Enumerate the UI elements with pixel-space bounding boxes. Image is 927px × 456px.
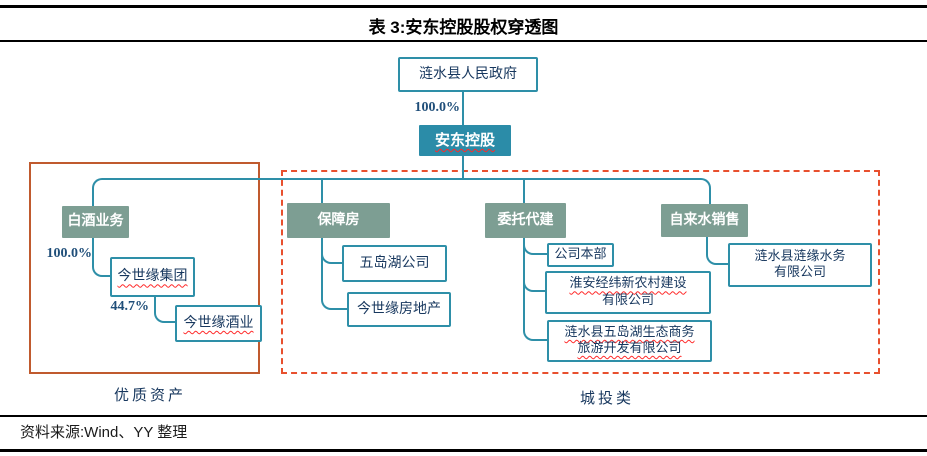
node-holding-label: 安东控股 (434, 131, 495, 150)
figure-title: 表 3:安东控股股权穿透图 (368, 18, 559, 37)
node-government-label: 涟水县人民政府 (419, 65, 517, 82)
node-huaian-jingwei: 淮安经纬新农村建设 有限公司 (545, 271, 711, 314)
segment-construction: 委托代建 (485, 203, 566, 238)
node-wudaohu-company: 五岛湖公司 (342, 245, 447, 282)
source-top-rule (0, 415, 927, 417)
segment-liquor-label: 白酒业务 (67, 213, 124, 230)
node-huaian-jingwei-line1: 淮安经纬新农村建设 (569, 276, 687, 292)
connector-gov-holding (462, 88, 464, 126)
connector-main-arch (92, 178, 711, 208)
quality-assets-frame (29, 162, 260, 374)
node-headquarters-label: 公司本部 (554, 246, 607, 262)
node-jinshiyuan-realestate: 今世缘房地产 (347, 292, 451, 327)
bottom-rule (0, 449, 927, 452)
source-note: 资料来源:Wind、YY 整理 (20, 424, 188, 441)
node-jinshiyuan-liquor: 今世缘酒业 (175, 305, 262, 342)
node-huaian-jingwei-line2: 有限公司 (601, 292, 654, 308)
ownership-pct-group: 100.0% (46, 246, 93, 261)
title-underline-rule (0, 40, 927, 42)
connector-branch-housing (321, 180, 323, 204)
node-headquarters: 公司本部 (547, 243, 614, 267)
node-holding: 安东控股 (419, 125, 511, 156)
connector-water-child1 (706, 236, 730, 265)
node-lianyuan-water-line1: 涟水县涟缘水务 (754, 248, 846, 264)
node-jinshiyuan-liquor-label: 今世缘酒业 (183, 314, 254, 331)
label-quality-assets: 优质资产 (113, 386, 187, 404)
connector-liquor-group (92, 238, 113, 277)
node-wudaohu-ecotourism-line2: 旅游开发有限公司 (577, 341, 682, 356)
connector-construction-child3 (523, 238, 549, 341)
lgfv-frame (281, 170, 880, 374)
segment-housing: 保障房 (287, 203, 390, 238)
connector-housing-child2 (321, 238, 349, 310)
segment-construction-label: 委托代建 (497, 211, 554, 228)
node-jinshiyuan-group: 今世缘集团 (110, 257, 195, 297)
segment-water: 自来水销售 (661, 204, 748, 237)
node-government: 涟水县人民政府 (398, 57, 538, 92)
connector-group-liquorco (154, 293, 177, 323)
node-lianyuan-water-line2: 有限公司 (773, 265, 826, 280)
label-lgfv-category: 城投类 (579, 389, 635, 407)
node-wudaohu-ecotourism-line1: 涟水县五岛湖生态商务 (564, 324, 695, 340)
connector-holding-trunk (462, 156, 464, 180)
node-jinshiyuan-group-label: 今世缘集团 (117, 268, 188, 285)
ownership-pct-government: 100.0% (414, 100, 461, 115)
connector-branch-construction (523, 180, 525, 204)
node-wudaohu-company-label: 五岛湖公司 (359, 254, 430, 271)
node-jinshiyuan-realestate-label: 今世缘房地产 (357, 300, 441, 317)
ownership-pct-liquor: 44.7% (110, 299, 150, 314)
segment-housing-label: 保障房 (317, 211, 360, 228)
segment-liquor: 白酒业务 (62, 206, 129, 238)
node-lianyuan-water: 涟水县涟缘水务 有限公司 (728, 243, 872, 287)
top-rule (0, 5, 927, 8)
node-wudaohu-ecotourism: 涟水县五岛湖生态商务 旅游开发有限公司 (547, 320, 712, 362)
segment-water-label: 自来水销售 (669, 211, 740, 228)
